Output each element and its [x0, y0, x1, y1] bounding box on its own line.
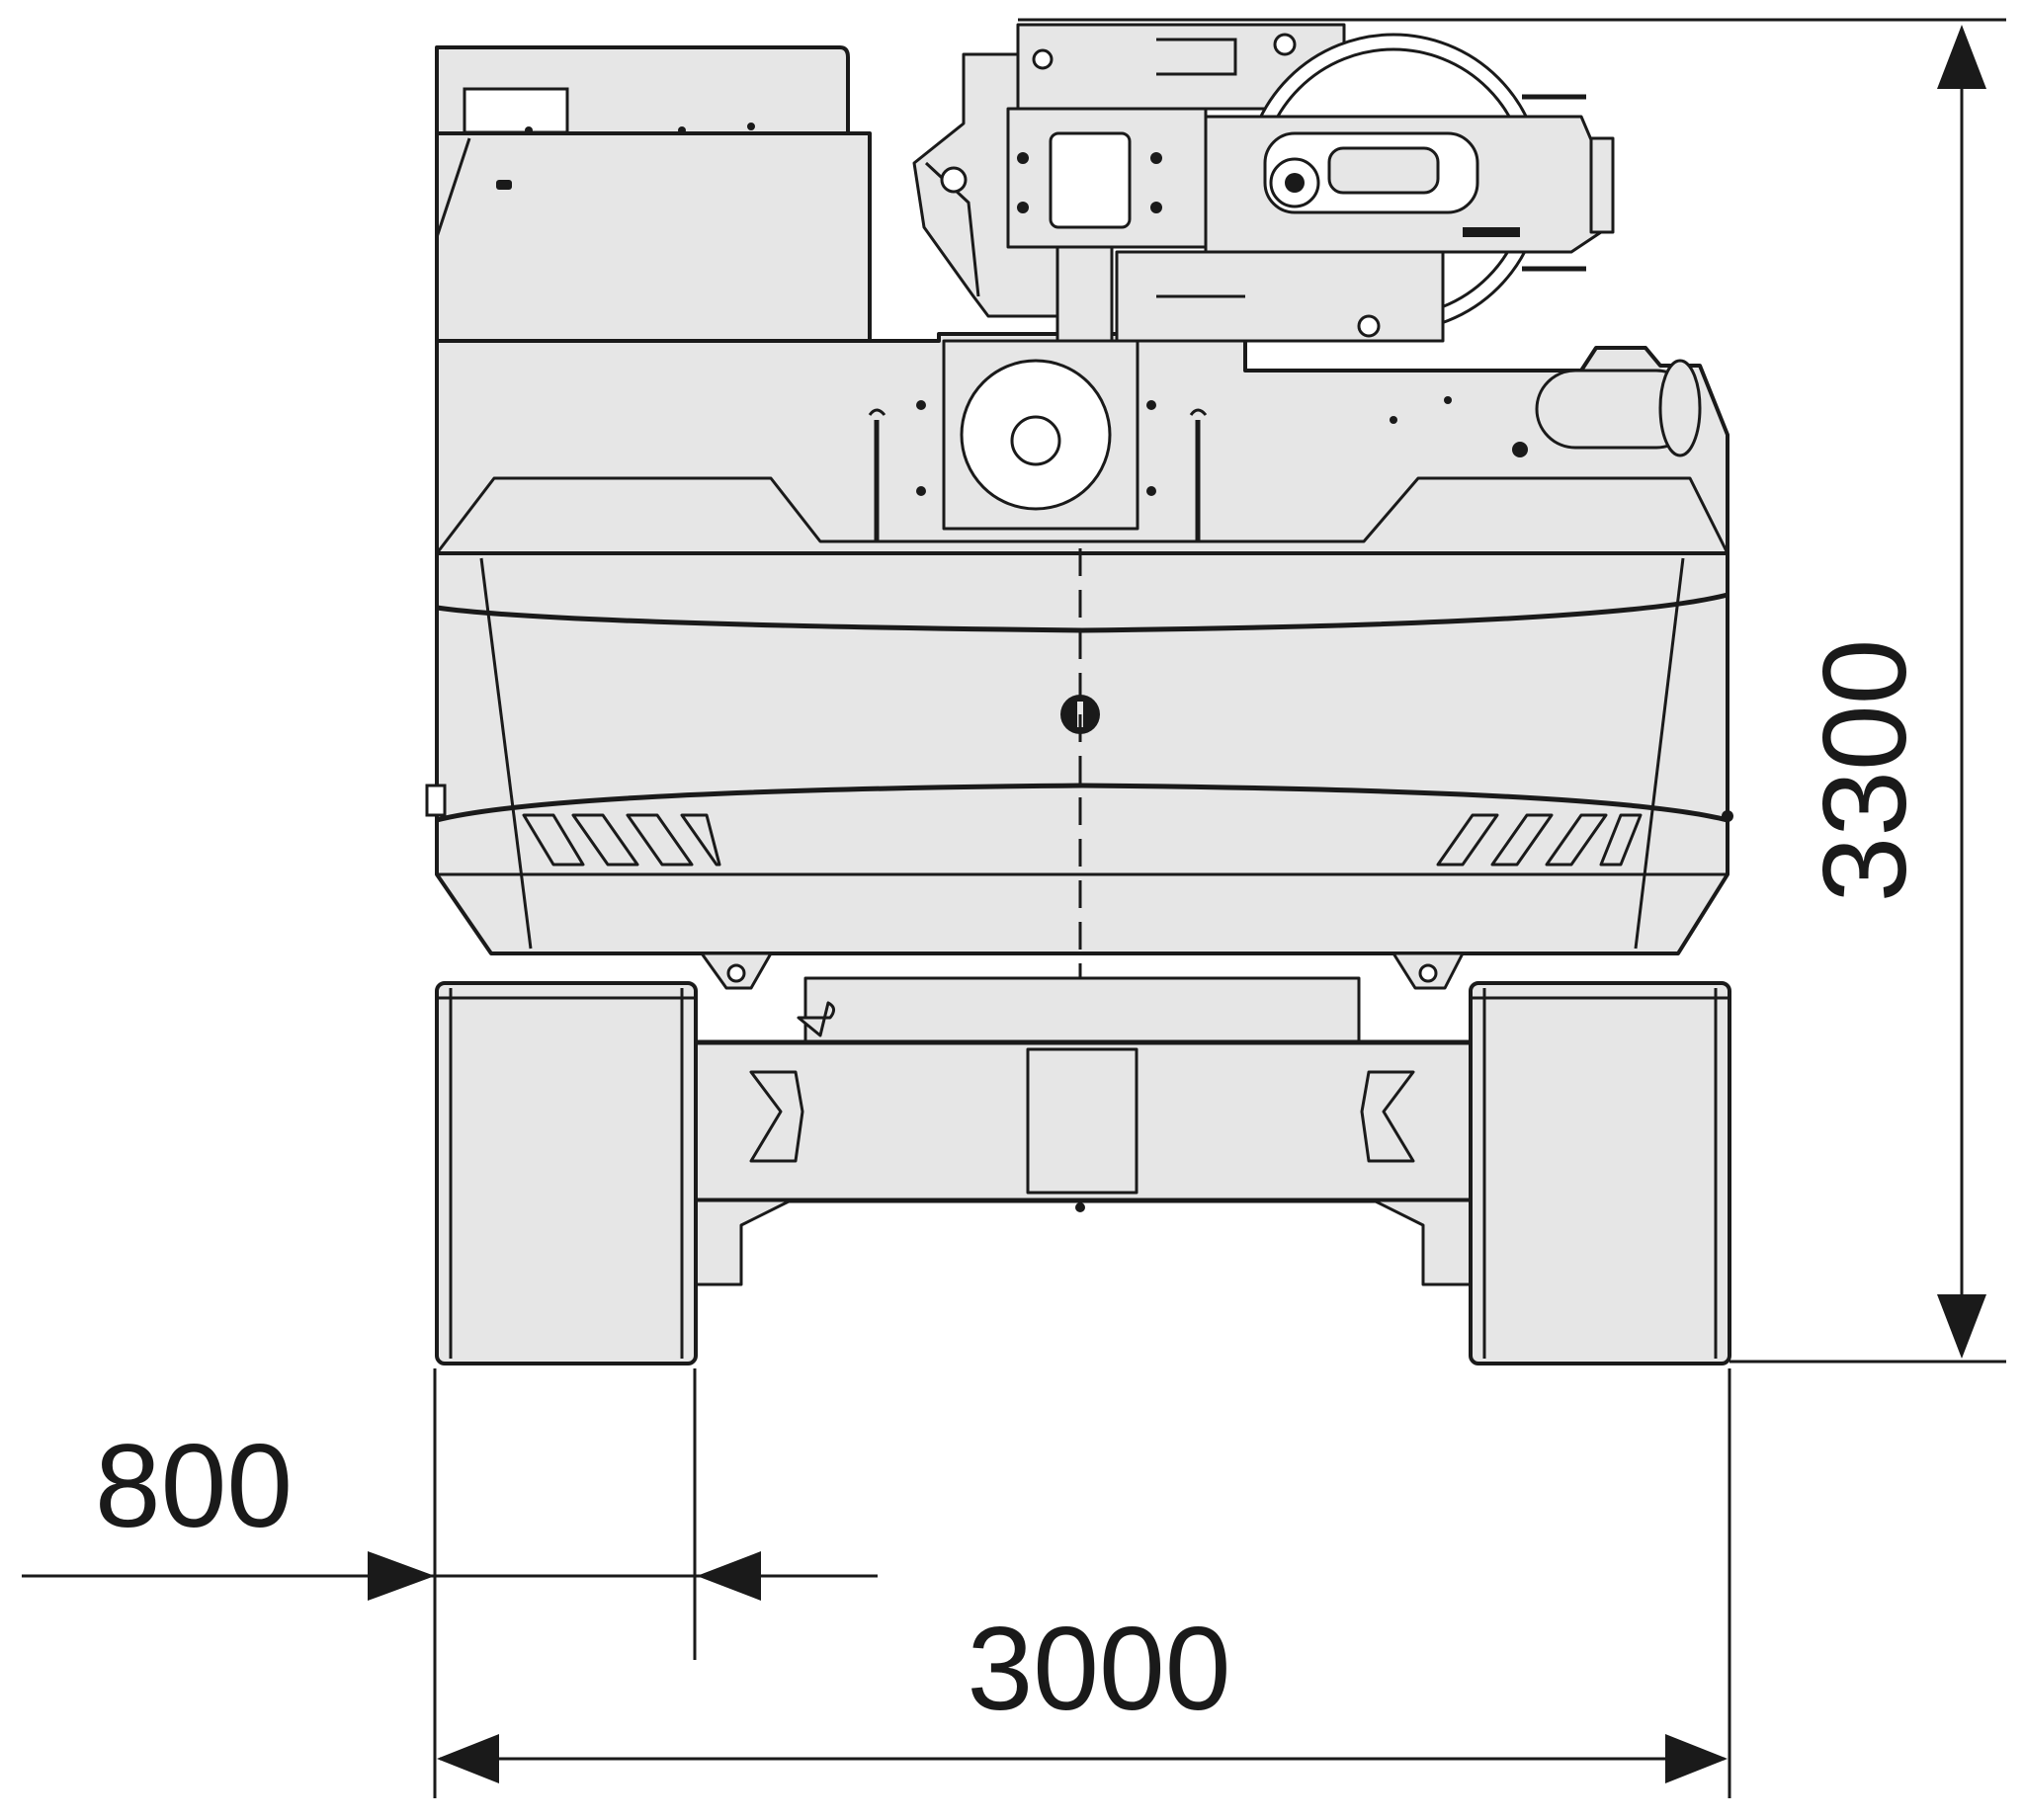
swing-motor	[868, 339, 1208, 541]
undercarriage	[690, 951, 1475, 1286]
track-width-dimension: 800	[22, 1368, 878, 1660]
height-dimension-label: 3300	[1799, 639, 1931, 903]
overall-width-dimension-label: 3000	[968, 1603, 1231, 1735]
left-track	[435, 981, 698, 1365]
track-width-dimension-label: 800	[95, 1420, 293, 1552]
height-arrow-top	[1937, 25, 1986, 89]
engine-hood	[435, 45, 872, 343]
right-track	[1469, 981, 1731, 1365]
track-arrow-left	[368, 1551, 435, 1601]
deck-cylinder	[1390, 359, 1702, 457]
boom-head-assembly	[912, 18, 2006, 343]
track-arrow-right	[697, 1551, 761, 1601]
height-arrow-bottom	[1937, 1294, 1986, 1359]
overall-width-dimension: 3000	[433, 1368, 1731, 1798]
width-arrow-right	[1665, 1734, 1728, 1783]
main-body	[425, 551, 1733, 955]
width-arrow-left	[437, 1734, 499, 1783]
height-dimension: 3300	[1729, 25, 2006, 1364]
